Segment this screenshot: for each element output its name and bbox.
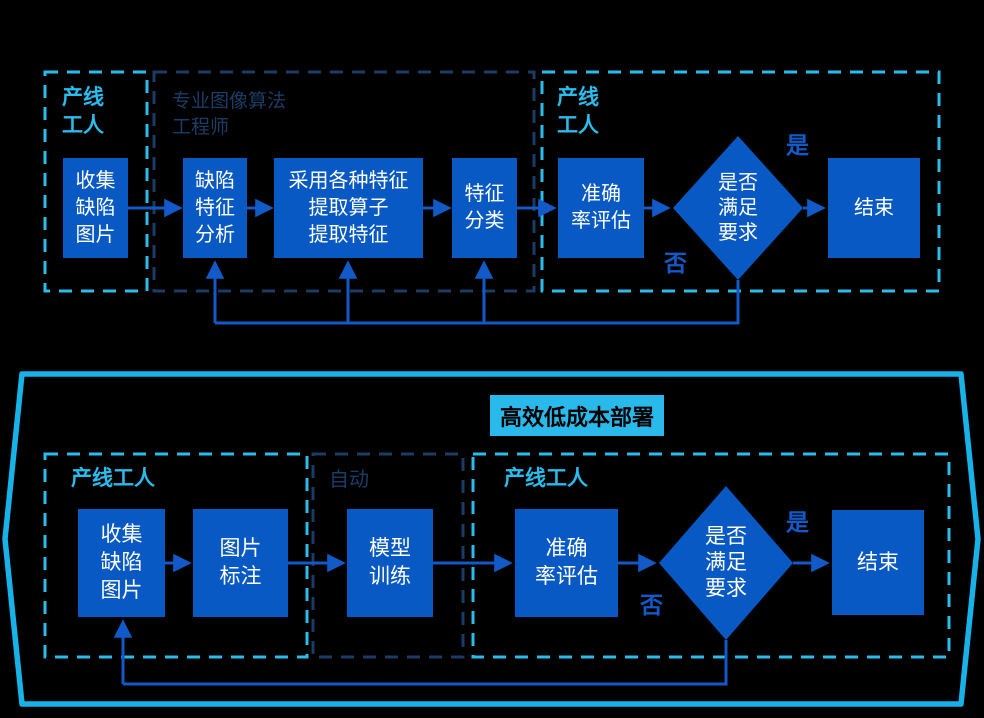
bottom-auto-group-label: 自动	[329, 467, 369, 493]
label-line: 产线工人	[71, 467, 155, 490]
top-yes-label: 是	[786, 132, 809, 158]
bottom-box-end: 结束	[832, 510, 924, 615]
box-line: 缺陷	[195, 169, 235, 192]
box-line: 率评估	[571, 210, 631, 232]
decision-line: 满足	[705, 551, 747, 574]
decision-line: 要求	[718, 221, 758, 244]
top-worker2-group-label: 产线 工人	[557, 84, 599, 140]
decision-line: 是否	[705, 525, 747, 548]
box-line: 特征	[195, 196, 235, 219]
box-line: 采用各种特征	[288, 169, 409, 192]
decision-line: 是否	[718, 171, 758, 194]
top-box-collect-images: 收集 缺陷 图片	[63, 158, 128, 258]
top-box-feature-extraction: 采用各种特征 提取算子 提取特征	[274, 158, 423, 258]
label-line: 产线工人	[504, 467, 588, 490]
top-engineer-group-border	[152, 70, 536, 293]
bottom-decision-text: 是否 满足 要求	[678, 514, 774, 612]
bottom-no-label: 否	[640, 592, 663, 618]
label-line: 专业图像算法	[172, 91, 287, 112]
decision-line: 满足	[718, 196, 758, 219]
box-line: 训练	[369, 565, 411, 588]
top-box-feature-classify: 特征 分类	[452, 158, 517, 258]
bottom-loop-line	[123, 640, 728, 686]
bottom-box-image-annotation: 图片 标注	[193, 509, 288, 617]
bottom-banner: 高效低成本部署	[490, 395, 664, 436]
bottom-worker-group-border	[43, 452, 309, 659]
top-box-accuracy-eval: 准确 率评估	[558, 158, 644, 258]
bottom-worker2-group-label: 产线工人	[504, 465, 588, 493]
top-no-label: 否	[664, 250, 687, 276]
bottom-yes-label: 是	[786, 509, 809, 535]
box-line: 分析	[195, 223, 235, 246]
top-decision-text: 是否 满足 要求	[692, 162, 784, 254]
box-line: 收集	[100, 523, 143, 546]
label-line: 产线	[62, 86, 104, 109]
box-line: 分类	[464, 210, 505, 232]
box-line: 提取算子	[308, 196, 389, 219]
box-line: 率评估	[535, 565, 598, 588]
box-line: 准确	[581, 183, 621, 205]
bottom-worker-group-label: 产线工人	[71, 465, 155, 493]
top-box-feature-analysis: 缺陷 特征 分析	[183, 158, 247, 258]
bottom-box-collect-images: 收集 缺陷 图片	[78, 509, 165, 617]
top-worker2-group-border	[540, 70, 941, 293]
box-line: 结束	[854, 196, 894, 219]
top-engineer-group-label: 专业图像算法 工程师	[172, 89, 286, 141]
box-line: 模型	[369, 537, 411, 560]
box-line: 准确	[545, 537, 588, 560]
bottom-auto-group-border	[311, 452, 465, 659]
bottom-box-accuracy-eval: 准确 率评估	[515, 509, 618, 617]
box-line: 标注	[219, 565, 262, 588]
label-line: 自动	[329, 469, 369, 491]
bottom-decision-diamond	[659, 486, 793, 640]
label-line: 产线	[557, 86, 599, 109]
top-worker-group-border	[43, 70, 149, 293]
box-line: 图片	[100, 579, 143, 602]
box-line: 缺陷	[100, 551, 143, 574]
label-line: 工人	[62, 114, 104, 137]
box-line: 特征	[464, 183, 505, 205]
label-line: 工人	[557, 114, 599, 137]
top-decision-diamond	[673, 136, 803, 280]
box-line: 图片	[219, 537, 262, 560]
box-line: 缺陷	[75, 196, 116, 219]
bottom-box-model-training: 模型 训练	[347, 509, 433, 617]
label-line: 工程师	[172, 117, 230, 138]
decision-line: 要求	[705, 577, 747, 600]
box-line: 图片	[75, 223, 116, 246]
top-box-end: 结束	[828, 158, 920, 258]
bottom-container-border	[2, 371, 981, 707]
box-line: 提取特征	[308, 223, 389, 246]
box-line: 结束	[857, 550, 899, 574]
bottom-worker2-group-border	[471, 452, 951, 659]
box-line: 收集	[75, 169, 116, 192]
top-worker-group-label: 产线 工人	[62, 84, 104, 140]
top-loop-line	[215, 280, 740, 325]
